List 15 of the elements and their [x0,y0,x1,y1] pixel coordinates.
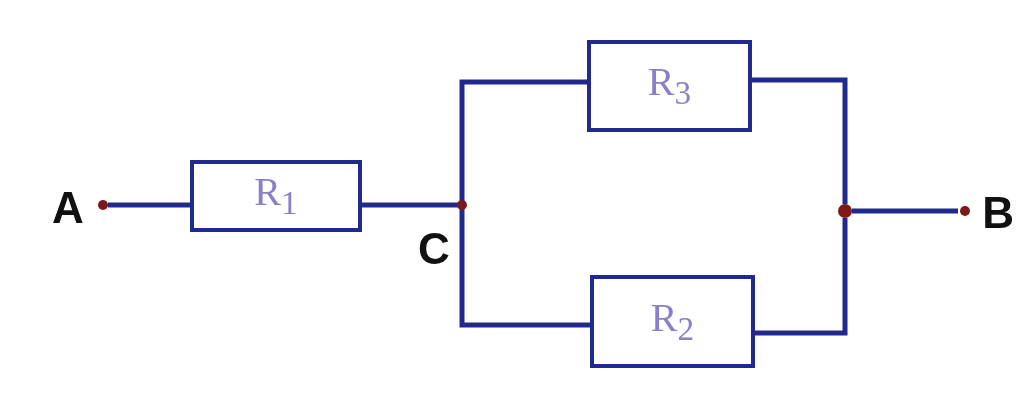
wire [752,77,848,204]
wire [852,208,958,214]
terminal-label: A [52,180,108,236]
wire [459,207,590,328]
resistor-label: R$_{1}$ [254,172,298,220]
resistor-symbol [587,40,752,132]
wire [755,218,848,336]
terminal-label: C [418,207,462,274]
resistor-label: R$_{3}$ [647,62,692,110]
junction-dot [838,204,852,218]
terminal-label: B [958,185,1014,241]
resistor-label: R$_{2}$ [650,297,695,346]
wire [108,202,190,208]
resistor-symbol [190,160,362,232]
resistor-symbol [590,275,755,368]
